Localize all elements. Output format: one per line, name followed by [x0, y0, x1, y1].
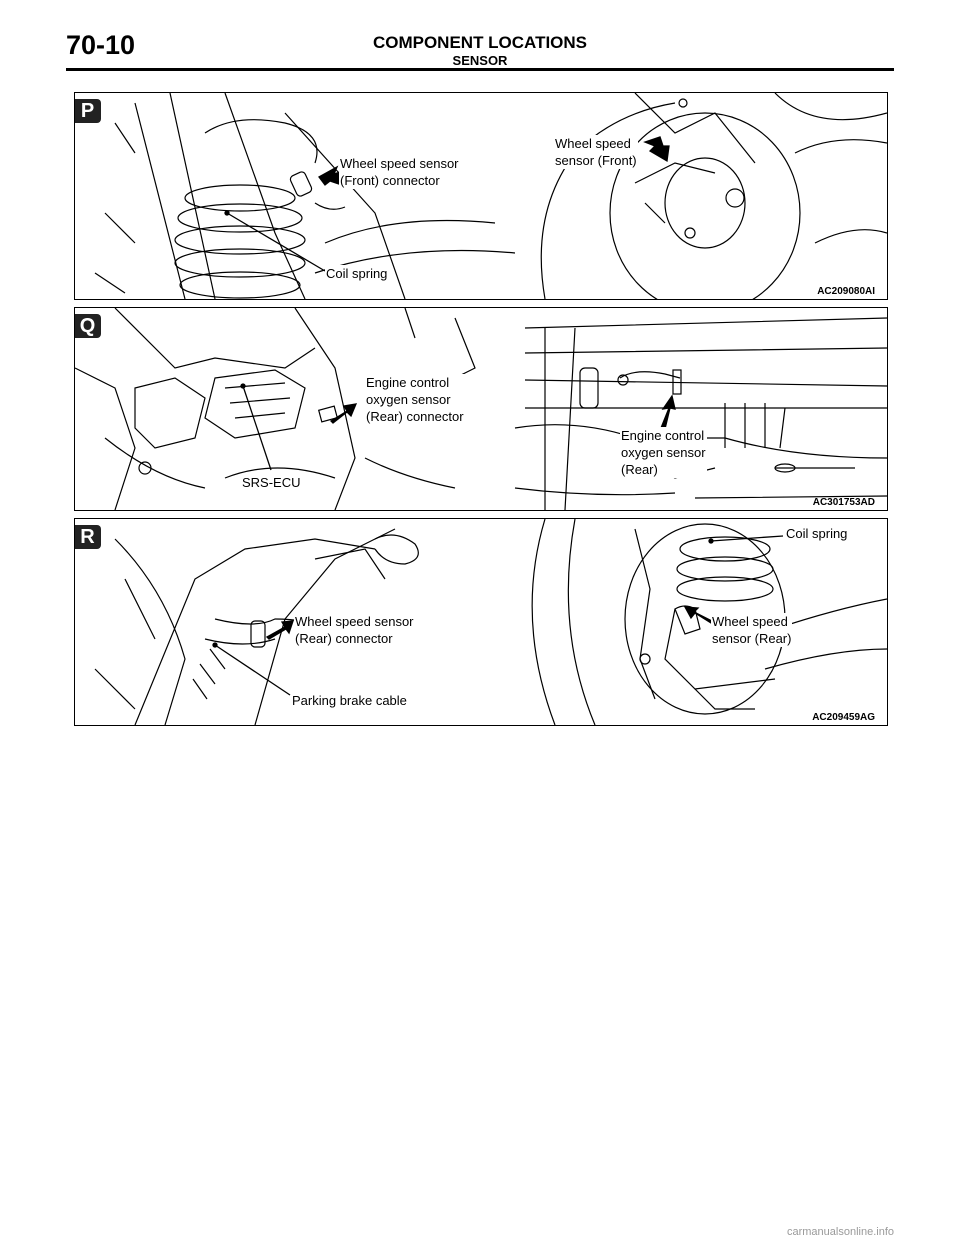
label-wheel-speed-sensor-rear: Wheel speed sensor (Rear) — [711, 613, 793, 647]
label-wheel-speed-sensor-rear-connector: Wheel speed sensor (Rear) connector — [294, 613, 415, 647]
callout-lines — [212, 535, 784, 696]
header-rule — [66, 68, 894, 71]
section-subtitle: SENSOR — [452, 53, 508, 68]
figure-panel-q: Q Engine control oxygen sensor (Rear) co… — [74, 307, 888, 511]
figure-code: AC209080AI — [817, 286, 875, 297]
figure-code: AC209459AG — [812, 712, 875, 723]
label-coil-spring: Coil spring — [785, 525, 849, 542]
label-wheel-speed-sensor-front-connector: Wheel speed sensor (Front) connector — [339, 155, 460, 189]
label-engine-control-oxygen-sensor-rear: Engine control oxygen sensor (Rear) — [620, 427, 707, 478]
figure-code: AC301753AD — [812, 497, 875, 508]
callout-lines — [224, 136, 670, 272]
panel-letter-q: Q — [75, 314, 101, 338]
label-wheel-speed-sensor-front: Wheel speed sensor (Front) — [554, 135, 638, 169]
panel-letter-p: P — [75, 99, 101, 123]
label-parking-brake-cable: Parking brake cable — [291, 692, 408, 709]
page-number: 70-10 — [66, 30, 136, 60]
section-title: COMPONENT LOCATIONS — [372, 33, 588, 52]
figure-panel-p: P Wheel speed sensor (Front) connector C… — [74, 92, 888, 300]
label-srs-ecu: SRS-ECU — [241, 474, 302, 491]
watermark: carmanualsonline.info — [786, 1226, 894, 1238]
front-suspension-illustration — [94, 93, 887, 299]
label-coil-spring: Coil spring — [325, 265, 389, 282]
panel-letter-r: R — [75, 525, 101, 549]
label-engine-control-oxygen-sensor-rear-connector: Engine control oxygen sensor (Rear) conn… — [365, 374, 465, 425]
callout-lines — [240, 383, 676, 471]
figure-panel-r: R Wheel speed sensor (Rear) connector Pa… — [74, 518, 888, 726]
